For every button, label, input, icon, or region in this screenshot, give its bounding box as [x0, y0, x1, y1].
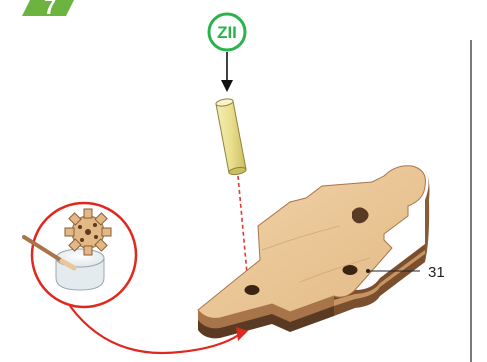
down-arrow-icon — [221, 52, 233, 92]
callout-label: 31 — [428, 264, 445, 281]
gear-icon — [65, 209, 111, 255]
step-badge: 7 — [22, 0, 74, 19]
dowel-part — [215, 98, 246, 176]
part-badge: ZII — [209, 14, 245, 50]
wooden-board-part — [198, 166, 430, 339]
part-badge-label: ZII — [217, 23, 237, 42]
glue-detail — [24, 203, 136, 307]
step-number: 7 — [44, 0, 56, 19]
glue-pot-icon — [56, 249, 104, 290]
insertion-guide-line — [238, 176, 248, 284]
